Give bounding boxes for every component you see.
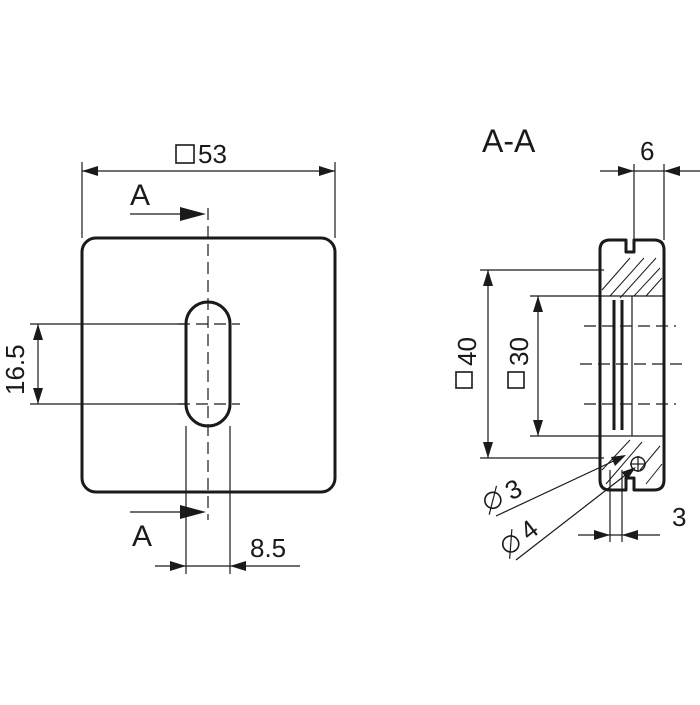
section-mark-bottom: A [132,520,152,553]
hole-large-callout: 4 [501,513,544,559]
section-view: A-A [452,123,700,561]
square-symbol [175,144,195,164]
front-view: 53 16.5 8.5 A A [0,139,337,574]
width-label: 53 [198,139,227,169]
thickness-dimension: 6 [600,136,700,240]
diameter-leaders [495,455,636,561]
outer-square-dimension: 40 [452,269,604,459]
square-symbol-40 [455,371,473,389]
square-symbol-30 [507,371,525,389]
section-mark-top: A [130,179,150,212]
section-title: A-A [482,123,536,159]
slot-height-label: 16.5 [0,344,30,395]
width-dimension: 53 [81,139,336,238]
hatch-bottom [601,439,663,485]
hatch-top [601,257,663,299]
section-arrow-top: A [130,179,206,221]
diameter-symbol-large [501,535,520,553]
slot-width-dimension: 8.5 [155,426,300,574]
slot-width-label: 8.5 [250,533,286,563]
outer-square-label: 40 [452,337,482,366]
slot-height-dimension: 16.5 [0,323,186,405]
offset-dimension: 3 [578,470,686,542]
inner-square-label: 30 [504,337,534,366]
thickness-label: 6 [640,136,654,166]
offset-label: 3 [672,502,686,532]
hole-small-label: 3 [500,473,527,506]
inner-square-dimension: 30 [504,295,600,437]
hole-small-callout: 3 [484,473,527,515]
section-arrow-bottom: A [130,505,206,553]
diameter-symbol-small [484,491,502,510]
